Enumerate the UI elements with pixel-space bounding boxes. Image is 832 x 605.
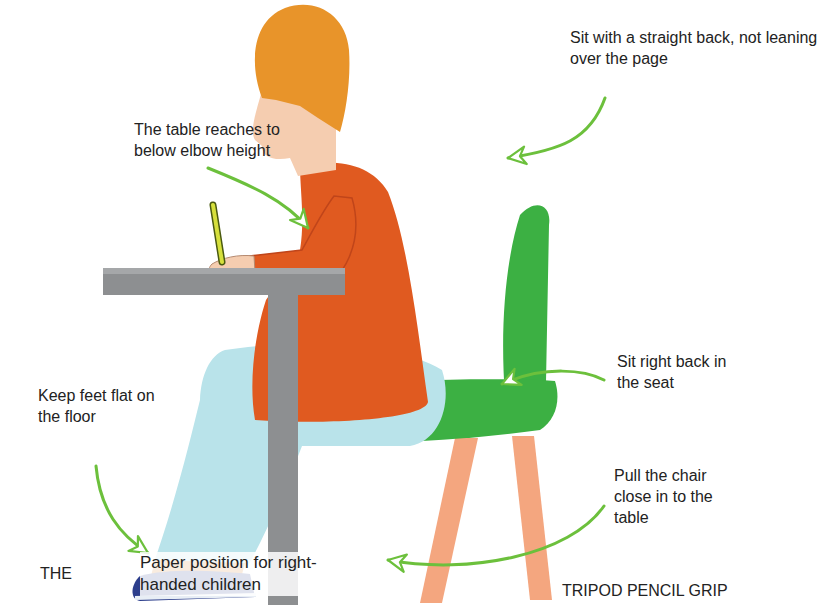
posture-note: Pull the chair close in to the table bbox=[614, 466, 744, 528]
posture-note: Sit right back in the seat bbox=[617, 352, 747, 394]
posture-note: The table reaches to below elbow height bbox=[134, 120, 284, 162]
posture-note: Keep feet flat on the floor bbox=[38, 386, 178, 428]
leader-arrows bbox=[96, 98, 605, 565]
posture-note: Sit with a straight back, not leaning ov… bbox=[570, 28, 820, 70]
section-heading: Paper position for right-handed children bbox=[140, 552, 340, 596]
section-heading: TRIPOD PENCIL GRIP bbox=[562, 581, 822, 602]
table bbox=[103, 268, 345, 605]
section-heading: THE bbox=[40, 564, 100, 585]
